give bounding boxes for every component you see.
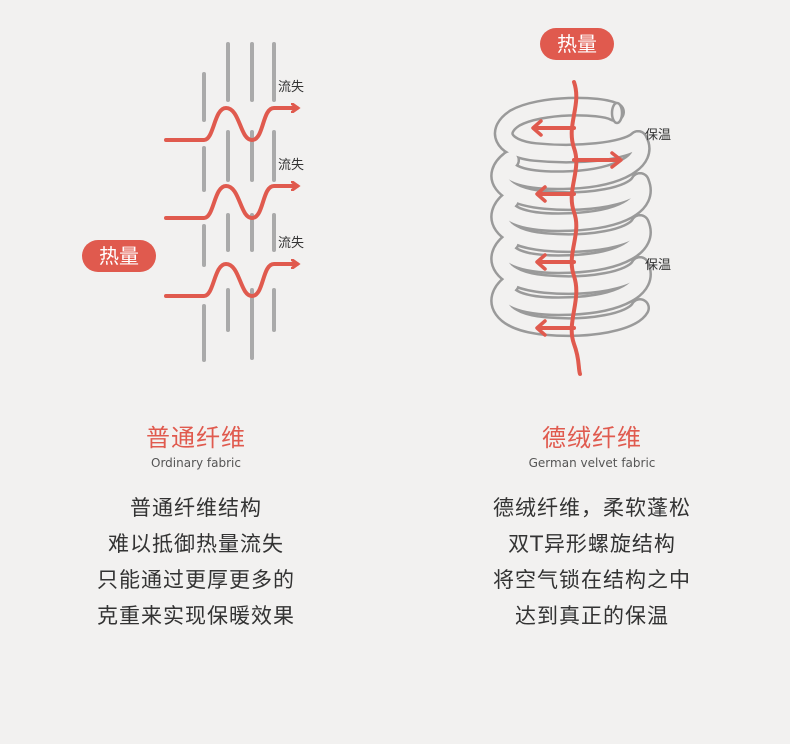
description-line: 德绒纤维，柔软蓬松 (432, 490, 752, 526)
left-heat-label: 热量 (99, 244, 139, 268)
velvet-fabric-subtitle: German velvet fabric (462, 456, 722, 470)
heat-arrow-1 (166, 108, 297, 140)
keep-warm-label-2: 保温 (645, 258, 671, 273)
velvet-fabric-description: 德绒纤维，柔软蓬松 双T异形螺旋结构 将空气锁在结构之中 达到真正的保温 (432, 490, 752, 634)
description-line: 难以抵御热量流失 (36, 526, 356, 562)
description-line: 普通纤维结构 (36, 490, 356, 526)
loss-label-2: 流失 (278, 158, 304, 173)
ordinary-fabric-subtitle: Ordinary fabric (66, 456, 326, 470)
right-heat-badge: 热量 (540, 28, 614, 60)
loss-label-3: 流失 (278, 236, 304, 251)
left-heat-badge: 热量 (82, 240, 156, 272)
description-line: 达到真正的保温 (432, 598, 752, 634)
ordinary-fabric-title: 普通纤维 (66, 424, 326, 452)
heat-arrow-3 (166, 264, 297, 296)
description-line: 只能通过更厚更多的 (36, 562, 356, 598)
keep-warm-label-1: 保温 (645, 128, 671, 143)
description-line: 克重来实现保暖效果 (36, 598, 356, 634)
ordinary-fabric-description: 普通纤维结构 难以抵御热量流失 只能通过更厚更多的 克重来实现保暖效果 (36, 490, 356, 634)
description-line: 将空气锁在结构之中 (432, 562, 752, 598)
heat-arrow-2 (166, 186, 297, 218)
heat-loss-arrows (166, 108, 297, 296)
velvet-fabric-title: 德绒纤维 (462, 424, 722, 452)
loss-label-1: 流失 (278, 80, 304, 95)
description-line: 双T异形螺旋结构 (432, 526, 752, 562)
right-heat-label: 热量 (557, 32, 597, 56)
